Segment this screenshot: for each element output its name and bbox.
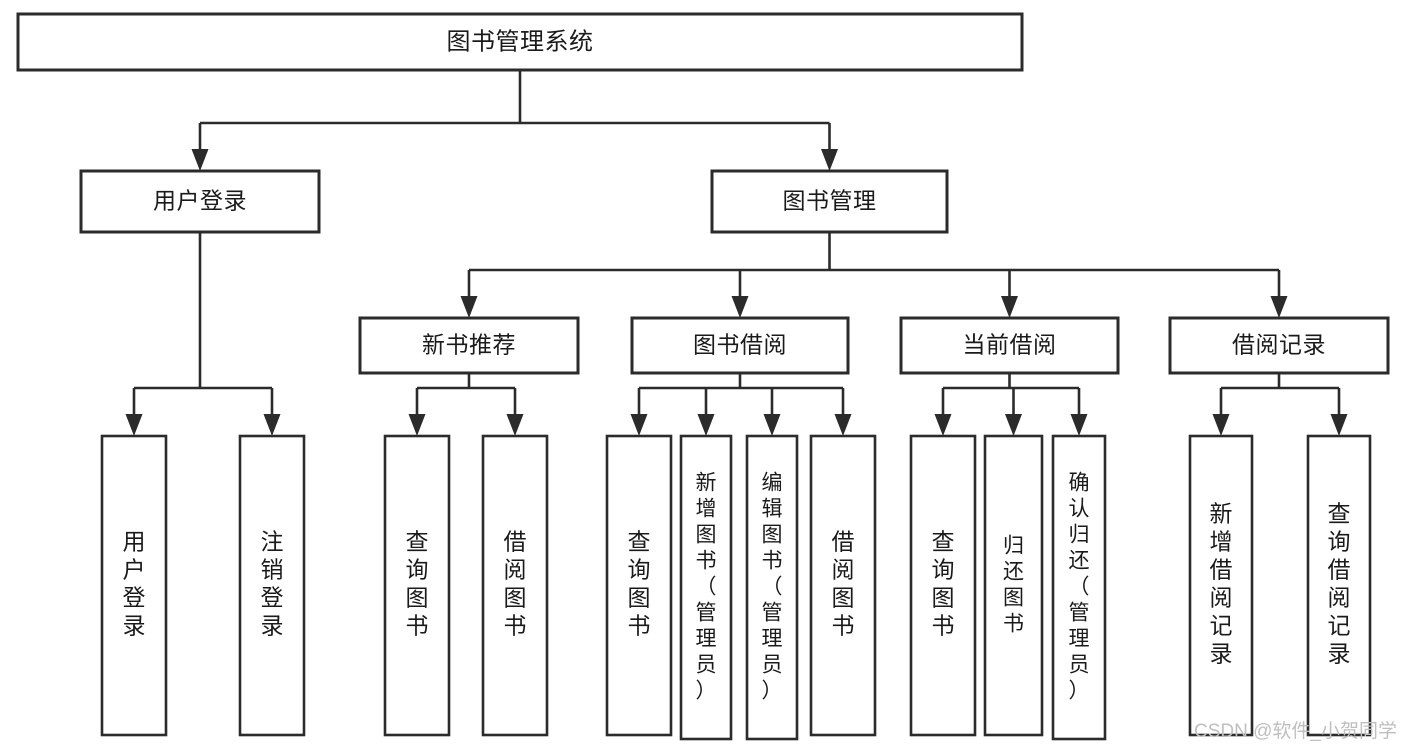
node-leaf-add-record[interactable]: 新增借阅记录 — [1188, 434, 1254, 737]
connector-group-new_book_rec — [408, 373, 524, 436]
connector-group-user_login — [125, 232, 281, 436]
node-book-manage[interactable]: 图书管理 — [710, 169, 949, 234]
node-box — [809, 434, 877, 737]
node-leaf-return-book[interactable]: 归还图书 — [983, 434, 1044, 737]
node-root[interactable]: 图书管理系统 — [16, 12, 1024, 72]
node-label: 查询图书 — [628, 529, 651, 639]
node-box — [1051, 434, 1107, 741]
node-label: 图书管理 — [783, 188, 877, 214]
node-new-book-rec[interactable]: 新书推荐 — [358, 316, 580, 375]
connector-group-book_borrow — [630, 373, 852, 436]
node-label: 确认归还（管理员） — [1069, 471, 1090, 702]
node-leaf-add-book[interactable]: 新增图书（管理员） — [679, 434, 733, 741]
node-label: 归还图书 — [1003, 534, 1024, 635]
node-box — [983, 434, 1044, 737]
node-label: 新增借阅记录 — [1210, 501, 1233, 667]
node-label: 用户登录 — [153, 188, 247, 214]
node-user-login[interactable]: 用户登录 — [79, 169, 321, 234]
node-leaf-user-login[interactable]: 用户登录 — [100, 434, 168, 737]
node-label: 当前借阅 — [963, 332, 1057, 358]
node-box — [383, 434, 451, 737]
node-leaf-confirm-return[interactable]: 确认归还（管理员） — [1051, 434, 1107, 741]
node-label: 注销登录 — [261, 529, 284, 639]
connector-group-root — [191, 70, 838, 171]
node-label: 查询借阅记录 — [1328, 501, 1351, 667]
node-label: 查询图书 — [406, 529, 429, 639]
node-box — [16, 12, 1024, 72]
connector-layer — [125, 70, 1348, 436]
node-box — [79, 169, 321, 234]
node-layer: 图书管理系统用户登录图书管理新书推荐图书借阅当前借阅借阅记录用户登录注销登录查询… — [16, 12, 1390, 741]
node-box — [745, 434, 799, 741]
node-leaf-edit-book[interactable]: 编辑图书（管理员） — [745, 434, 799, 741]
node-label: 图书借阅 — [693, 332, 787, 358]
node-box — [238, 434, 306, 737]
node-box — [909, 434, 977, 737]
node-leaf-query-record[interactable]: 查询借阅记录 — [1306, 434, 1372, 737]
node-box — [899, 316, 1120, 375]
node-label: 编辑图书（管理员） — [762, 471, 783, 702]
node-box — [679, 434, 733, 741]
node-box — [710, 169, 949, 234]
connector-group-current_borrow — [934, 373, 1088, 436]
node-box — [100, 434, 168, 737]
node-label: 新书推荐 — [422, 332, 516, 358]
node-box — [358, 316, 580, 375]
node-label: 借阅记录 — [1232, 332, 1326, 358]
node-leaf-borrow-book-1[interactable]: 借阅图书 — [481, 434, 549, 737]
node-book-borrow[interactable]: 图书借阅 — [630, 316, 850, 375]
node-box — [1168, 316, 1390, 375]
node-box — [1188, 434, 1254, 737]
node-box — [1306, 434, 1372, 737]
node-label: 查询图书 — [932, 529, 955, 639]
node-leaf-logout[interactable]: 注销登录 — [238, 434, 306, 737]
node-label: 图书管理系统 — [447, 28, 594, 55]
node-leaf-borrow-book-2[interactable]: 借阅图书 — [809, 434, 877, 737]
node-label: 借阅图书 — [832, 529, 855, 639]
connector-group-borrow_record — [1212, 373, 1348, 436]
connector-group-book_manage — [460, 232, 1288, 318]
node-current-borrow[interactable]: 当前借阅 — [899, 316, 1120, 375]
node-leaf-query-book-1[interactable]: 查询图书 — [383, 434, 451, 737]
node-box — [605, 434, 673, 737]
node-label: 借阅图书 — [504, 529, 527, 639]
node-label: 用户登录 — [123, 529, 146, 639]
node-leaf-query-book-3[interactable]: 查询图书 — [909, 434, 977, 737]
node-label: 新增图书（管理员） — [696, 471, 717, 702]
node-leaf-query-book-2[interactable]: 查询图书 — [605, 434, 673, 737]
node-box — [481, 434, 549, 737]
node-box — [630, 316, 850, 375]
node-borrow-record[interactable]: 借阅记录 — [1168, 316, 1390, 375]
